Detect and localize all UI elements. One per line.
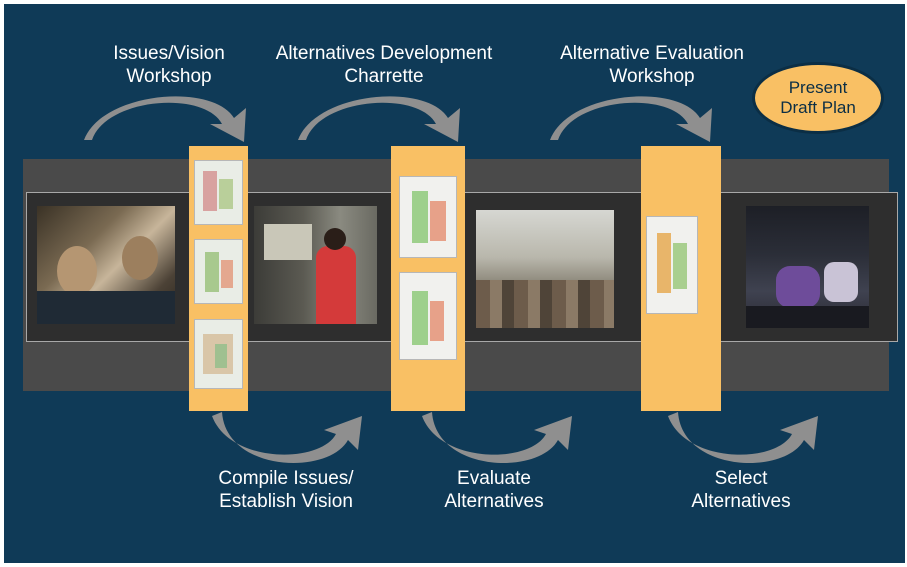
photo-charrette-presenter [254, 206, 377, 324]
map-thumbnail [399, 272, 457, 360]
step-label-alternatives-development-charrette: Alternatives Development Charrette [275, 43, 493, 87]
photo-final-meeting [746, 206, 869, 328]
map-thumbnail [399, 176, 457, 258]
photo-workshop-participants [37, 206, 175, 324]
map-thumbnail [194, 319, 243, 389]
curved-arrow-bottom-3 [668, 412, 818, 464]
curved-arrow-top-2 [298, 96, 460, 142]
present-draft-plan-oval: Present Draft Plan [752, 62, 884, 134]
curved-arrow-top-1 [84, 96, 246, 142]
map-panel-issues [189, 146, 248, 411]
photo-evaluation-audience [476, 210, 614, 328]
curved-arrow-top-3 [550, 96, 712, 142]
map-panel-alternatives [391, 146, 465, 411]
step-label-issues-vision-workshop: Issues/Vision Workshop [113, 43, 225, 87]
curved-arrow-bottom-2 [422, 412, 572, 464]
map-thumbnail [646, 216, 698, 314]
step-label-alternative-evaluation-workshop: Alternative Evaluation Workshop [560, 43, 744, 87]
step-label-compile-issues: Compile Issues/ Establish Vision [218, 468, 354, 512]
map-thumbnail [194, 160, 243, 225]
step-label-evaluate-alternatives: Evaluate Alternatives [444, 468, 544, 512]
map-thumbnail [194, 239, 243, 304]
step-label-select-alternatives: Select Alternatives [691, 468, 791, 512]
process-diagram: Issues/Vision Workshop Alternatives Deve… [4, 4, 905, 563]
map-panel-evaluation [641, 146, 721, 411]
curved-arrow-bottom-1 [212, 412, 362, 464]
